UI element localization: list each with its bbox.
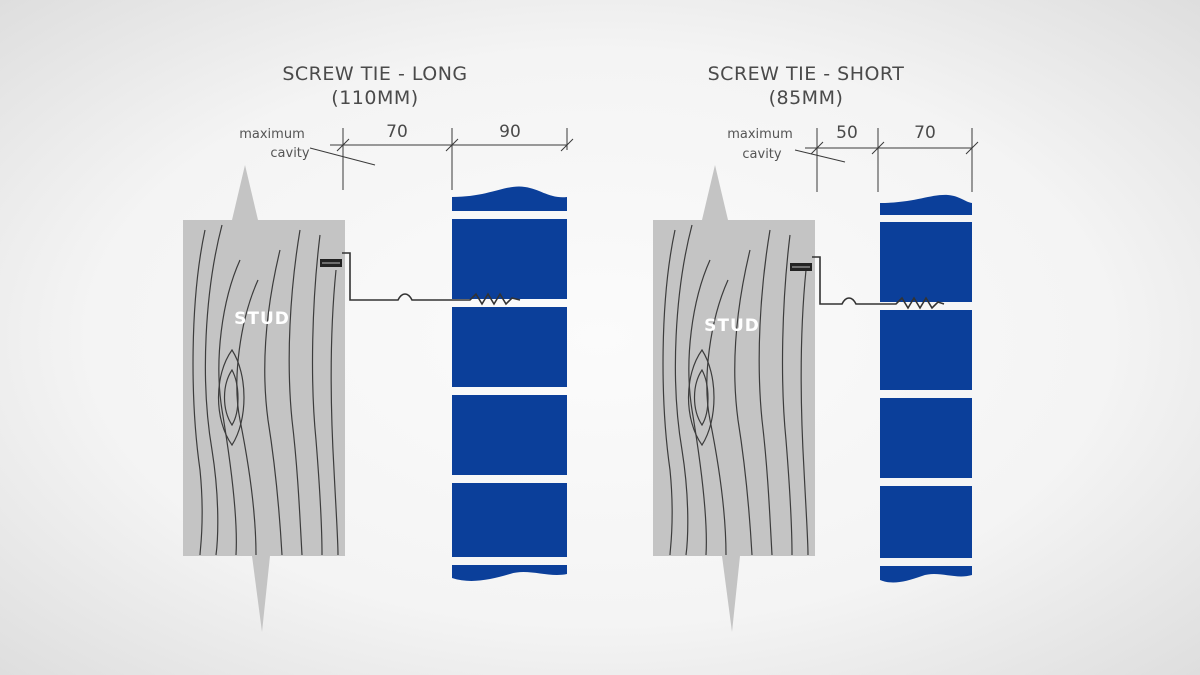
stud-label: STUD xyxy=(234,309,290,329)
detail-subtitle: (85MM) xyxy=(769,87,844,109)
cavity-label-line1: maximum xyxy=(239,127,305,142)
timber-stud: STUD xyxy=(183,165,345,632)
cavity-dimension: 50 xyxy=(836,123,858,143)
detail-subtitle: (110MM) xyxy=(331,87,418,109)
dimension-lines xyxy=(309,128,574,190)
cavity-label-line2: cavity xyxy=(270,146,310,161)
detail-short: SCREW TIE - SHORT (85MM) STUD xyxy=(653,63,979,632)
brick-veneer xyxy=(452,186,567,581)
timber-stud: STUD xyxy=(653,165,815,632)
screw-tie xyxy=(320,252,521,306)
detail-title: SCREW TIE - LONG xyxy=(282,63,467,85)
brick-dimension: 90 xyxy=(499,122,521,142)
stud-label: STUD xyxy=(704,316,760,336)
screw-tie xyxy=(790,256,945,310)
detail-title: SCREW TIE - SHORT xyxy=(708,63,905,85)
cavity-label-line2: cavity xyxy=(742,147,782,162)
brick-veneer xyxy=(880,194,972,583)
detail-long: SCREW TIE - LONG (110MM) STUD xyxy=(183,63,574,632)
dimension-lines xyxy=(794,128,979,192)
brick-dimension: 70 xyxy=(914,123,936,143)
cavity-dimension: 70 xyxy=(386,122,408,142)
cavity-label-line1: maximum xyxy=(727,127,793,142)
